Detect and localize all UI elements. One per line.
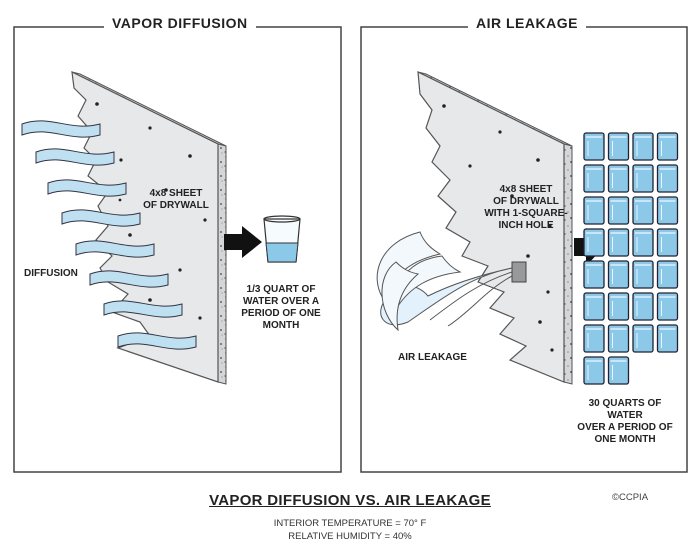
- water-cup-icon: [632, 196, 654, 225]
- vapor-streams: [21, 120, 197, 350]
- footer-title: VAPOR DIFFUSION VS. AIR LEAKAGE: [209, 492, 491, 509]
- right-wall-label: 4x8 SHEET OF DRYWALL WITH 1-SQUARE- INCH…: [476, 184, 576, 232]
- left-arrow: [224, 226, 262, 258]
- water-glass-icon: [263, 215, 301, 263]
- right-result-label: 30 QUARTS OF WATER OVER A PERIOD OF ONE …: [570, 398, 680, 446]
- water-cup-icon: [583, 132, 605, 161]
- vapor-stream-5: [75, 240, 155, 258]
- water-cup-icon: [583, 164, 605, 193]
- vapor-stream-3: [47, 179, 127, 197]
- water-cup-icon: [656, 260, 679, 289]
- water-cup-icon: [607, 292, 630, 321]
- footer-line-1: INTERIOR TEMPERATURE = 70° F: [273, 518, 427, 529]
- water-cup-icon: [607, 164, 630, 193]
- water-cup-icon: [632, 132, 654, 161]
- right-wall-side: [563, 143, 573, 385]
- air-swirl-3: [381, 261, 420, 332]
- right-result-line-3: ONE MONTH: [594, 434, 656, 445]
- right-wall-dots: [442, 104, 554, 352]
- water-cups-grid: [583, 132, 679, 385]
- water-cup-icon: [583, 260, 605, 289]
- vapor-stream-2: [35, 148, 115, 166]
- water-cup-icon: [632, 292, 654, 321]
- water-cup-icon: [656, 292, 679, 321]
- left-wall-label-line-2: OF DRYWALL: [143, 200, 209, 211]
- water-cup-icon: [607, 356, 630, 385]
- air-leakage-jet: [376, 231, 513, 332]
- left-wall-dots: [95, 102, 207, 347]
- copyright: ©CCPIA: [612, 492, 649, 503]
- left-wall-side: [217, 143, 227, 385]
- right-result-line-1: 30 QUARTS OF WATER: [588, 398, 662, 421]
- water-cup-icon: [607, 260, 630, 289]
- water-cup-icon: [607, 196, 630, 225]
- diffusion-label: DIFFUSION: [24, 268, 78, 279]
- water-cup-icon: [583, 356, 605, 385]
- left-result-line-1: 1/3 QUART OF: [246, 284, 316, 295]
- vapor-stream-4: [61, 209, 141, 227]
- water-cup-icon: [632, 324, 654, 353]
- water-cup-icon: [656, 324, 679, 353]
- right-panel-title: AIR LEAKAGE: [468, 15, 586, 31]
- left-wall-label: 4x8 SHEET OF DRYWALL: [128, 188, 224, 212]
- water-cup-icon: [583, 196, 605, 225]
- water-cup-icon: [656, 196, 679, 225]
- water-cup-icon: [656, 164, 679, 193]
- water-cup-icon: [583, 292, 605, 321]
- left-result-line-3: PERIOD OF ONE: [241, 308, 321, 319]
- right-wall-label-line-3: WITH 1-SQUARE-: [484, 208, 568, 219]
- right-result-line-2: OVER A PERIOD OF: [577, 422, 673, 433]
- left-panel-title: VAPOR DIFFUSION: [104, 15, 256, 31]
- water-cup-icon: [607, 132, 630, 161]
- air-leakage-label: AIR LEAKAGE: [398, 352, 467, 363]
- left-wall-label-line-1: 4x8 SHEET: [149, 188, 203, 199]
- vapor-stream-1: [21, 120, 101, 138]
- water-cup-icon: [607, 228, 630, 257]
- water-cup-icon: [607, 324, 630, 353]
- right-wall-label-line-1: 4x8 SHEET: [499, 184, 553, 195]
- air-jet-line-2: [447, 275, 513, 327]
- footer-line-2: RELATIVE HUMIDITY = 40%: [288, 531, 412, 542]
- vapor-stream-6: [89, 270, 169, 288]
- water-cup-icon: [632, 228, 654, 257]
- left-result-label: 1/3 QUART OF WATER OVER A PERIOD OF ONE …: [238, 284, 324, 332]
- left-result-line-2: WATER OVER A: [242, 296, 320, 307]
- water-cup-icon: [583, 228, 605, 257]
- water-cup-icon: [632, 164, 654, 193]
- drywall-hole: [511, 261, 527, 283]
- right-drywall: [417, 70, 573, 385]
- water-cup-icon: [583, 324, 605, 353]
- water-cup-icon: [656, 228, 679, 257]
- water-cup-icon: [632, 260, 654, 289]
- vapor-stream-7: [103, 300, 183, 318]
- right-wall-label-line-2: OF DRYWALL: [493, 196, 559, 207]
- air-jet-line-1: [429, 271, 513, 321]
- vapor-stream-8: [117, 332, 197, 350]
- right-wall-label-line-4: INCH HOLE: [498, 220, 554, 231]
- water-cup-icon: [656, 132, 679, 161]
- left-result-line-4: MONTH: [262, 320, 300, 331]
- right-wall-face: [417, 70, 565, 383]
